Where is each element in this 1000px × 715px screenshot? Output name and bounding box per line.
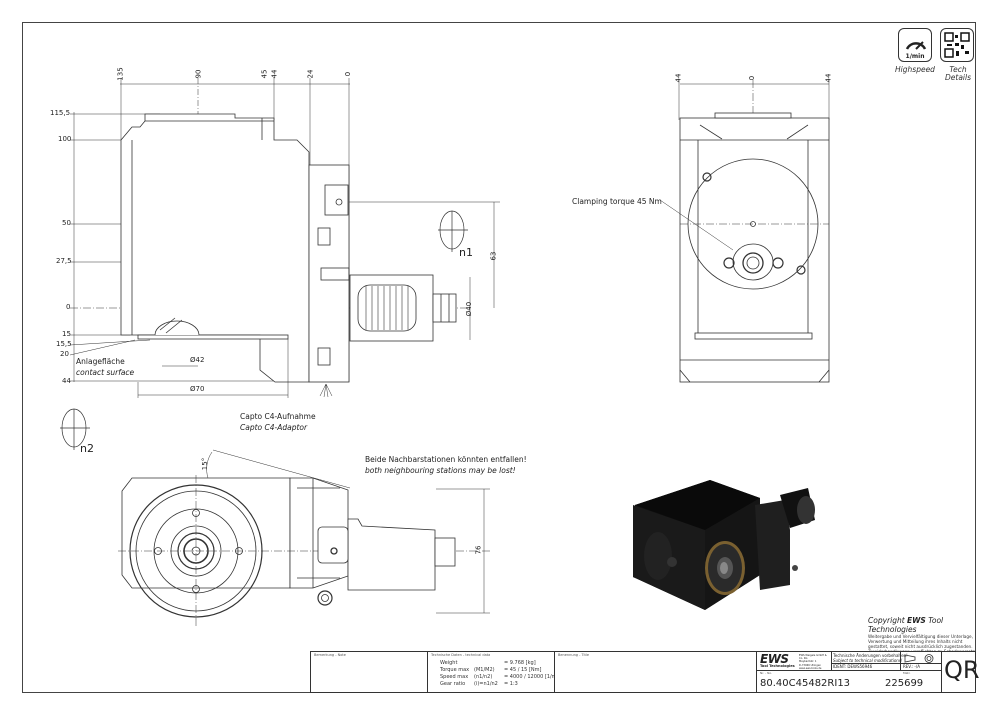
qr-box: QR	[941, 651, 980, 693]
front-dim-44-right: 44	[824, 73, 833, 83]
note-label: Bemerkung - Note	[314, 653, 346, 657]
material-number-label: Matr.	[903, 671, 911, 675]
rotation-n1-label: n1	[459, 246, 473, 259]
technical-data-label: Technische Daten - technical data	[431, 653, 491, 657]
dim-45: 45	[260, 69, 269, 79]
front-dim-0: 0	[748, 75, 757, 81]
dim-135: 135	[116, 67, 125, 81]
projection-symbol-icon	[904, 654, 934, 663]
dim-44-left: 44	[62, 377, 71, 385]
copyright-notice: Copyright EWS Tool Technologies Weiterga…	[868, 616, 976, 654]
part-number-label: Nr. - No.	[760, 671, 773, 675]
neighbour-warning-en: both neighbouring stations may be lost!	[365, 466, 516, 475]
speedometer-icon	[905, 41, 927, 50]
highspeed-unit: 1/min	[905, 53, 925, 60]
dim-24: 24	[306, 69, 315, 79]
front-dim-44-left: 44	[674, 73, 683, 83]
revision: REV.: -/A	[903, 664, 920, 669]
qr-code-icon	[944, 32, 970, 58]
tech-row-gear-ratio: Gear ratio(i)=n1/n2= 1:3	[440, 681, 518, 687]
rotation-n2-label: n2	[80, 442, 94, 455]
technical-data-box: Technische Daten - technical data Weight…	[427, 651, 563, 693]
note-box: Bemerkung - Note	[310, 651, 428, 693]
dim-63: 63	[489, 251, 498, 261]
neighbour-warning-de: Beide Nachbarstationen könnten entfallen…	[365, 455, 527, 464]
ews-logo-sub: Tool Technologies	[760, 664, 795, 668]
title-label: Benennung - Title	[558, 653, 590, 657]
top-view	[118, 449, 490, 627]
dim-dia-42: Ø42	[190, 356, 205, 364]
dim-0: 0	[344, 71, 353, 77]
dim-15: 15	[62, 330, 71, 338]
contact-surface-label-de: Anlagefläche	[76, 357, 125, 366]
adaptor-label-de: Capto C4-Aufnahme	[240, 412, 316, 421]
company-box: EWS Tool Technologies EWS Weigele GmbH &…	[756, 651, 943, 693]
title-box: Benennung - Title	[554, 651, 757, 693]
dim-20: 20	[60, 350, 69, 358]
dim-90: 90	[194, 69, 203, 79]
dim-44: 44	[270, 69, 279, 79]
material-number: 225699	[885, 678, 924, 689]
side-view	[60, 78, 500, 450]
dim-100: 100	[58, 135, 72, 143]
ews-logo: EWS	[760, 652, 789, 666]
dim-115-5: 115,5	[50, 109, 71, 117]
dim-50: 50	[62, 219, 71, 227]
adaptor-label-en: Capto C4-Adaptor	[240, 423, 308, 432]
qr-label: QR	[944, 656, 980, 684]
contact-surface-label-en: contact surface	[76, 368, 135, 377]
tech-row-weight: Weight= 9.768 [kg]	[440, 660, 536, 666]
clamping-torque-note: Clamping torque 45 Nm	[572, 197, 662, 206]
dim-dia-70: Ø70	[190, 385, 205, 393]
company-logo-cell: EWS Tool Technologies EWS Weigele GmbH &…	[757, 652, 832, 671]
change-notice: Technische Änderungen vorbehalten!Subjec…	[833, 653, 908, 663]
angle-15-label: 15°	[201, 457, 210, 471]
dim-27-5: 27,5	[56, 257, 72, 265]
highspeed-label: Highspeed	[895, 65, 935, 74]
ident-number: IDENT: DEWS56946	[833, 664, 873, 669]
dim-15-5: 15,5	[56, 340, 72, 348]
front-view	[659, 80, 830, 383]
highspeed-badge[interactable]: 1/min	[898, 28, 932, 62]
dim-76: 76	[474, 545, 483, 555]
dim-0-left: 0	[66, 303, 71, 311]
tech-row-torque: Torque max(M1/M2)= 45 / 15 [Nm]	[440, 667, 542, 673]
tech-details-qr-badge[interactable]	[940, 28, 974, 62]
isometric-render	[633, 480, 815, 610]
tech-row-speed: Speed max(n1/n2)= 4000 / 12000 [1/min]	[440, 674, 564, 680]
part-number: 80.40C45482RI13	[760, 678, 851, 689]
dim-dia-40: Ø40	[465, 301, 474, 317]
